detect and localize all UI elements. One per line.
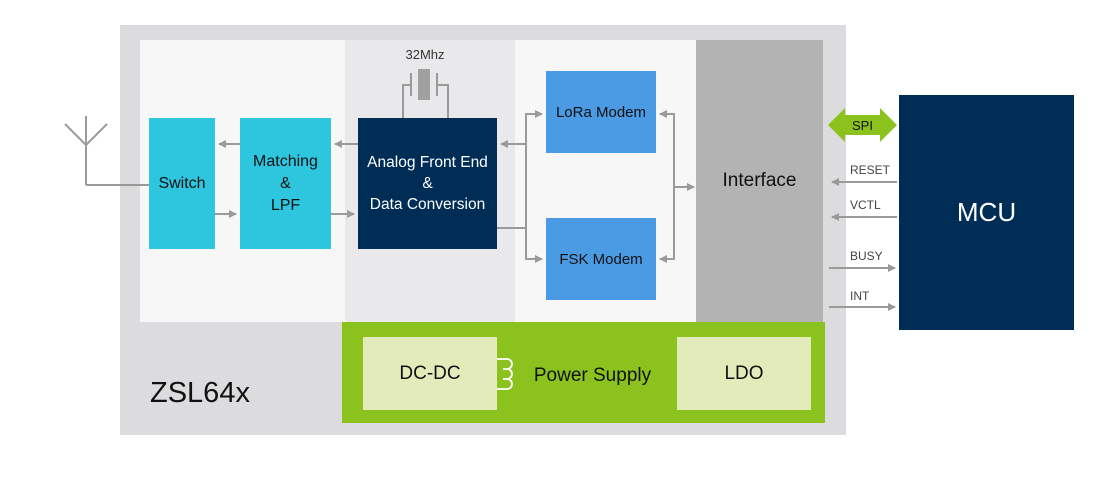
reset-signal-label: RESET bbox=[850, 163, 891, 177]
power-supply-label: Power Supply bbox=[533, 365, 652, 386]
ldo-label: LDO bbox=[724, 362, 764, 384]
switch-block: Switch bbox=[149, 118, 215, 249]
dcdc-label: DC-DC bbox=[399, 362, 461, 384]
dcdc-block: DC-DC bbox=[363, 337, 497, 410]
ldo-block: LDO bbox=[677, 337, 811, 410]
interface-label: Interface bbox=[722, 170, 797, 191]
afe-label-line: Data Conversion bbox=[369, 196, 486, 213]
lora-modem-block: LoRa Modem bbox=[546, 71, 656, 153]
switch-label: Switch bbox=[158, 174, 206, 192]
vctl-signal-label: VCTL bbox=[850, 198, 881, 212]
interface-block: Interface bbox=[696, 40, 823, 322]
matching-label-line: Matching bbox=[253, 152, 318, 170]
fsk-modem-label: FSK Modem bbox=[559, 250, 643, 268]
crystal-frequency-label: 32Mhz bbox=[405, 46, 445, 62]
mcu-block: MCU bbox=[899, 95, 1074, 330]
matching-label-line: LPF bbox=[270, 196, 301, 214]
afe-label-line: & bbox=[422, 175, 433, 192]
mcu-label: MCU bbox=[956, 197, 1017, 227]
afe-label-line: Analog Front End bbox=[367, 154, 488, 171]
matching-lpf-block: Matching & LPF bbox=[240, 118, 331, 249]
busy-signal-label: BUSY bbox=[850, 249, 883, 263]
chip-name-label: ZSL64x bbox=[150, 376, 250, 409]
int-signal-label: INT bbox=[850, 289, 870, 303]
fsk-modem-block: FSK Modem bbox=[546, 218, 656, 300]
spi-label: SPI bbox=[852, 117, 873, 133]
lora-modem-label: LoRa Modem bbox=[555, 103, 647, 121]
analog-front-end-block: Analog Front End & Data Conversion bbox=[358, 118, 497, 249]
matching-label-line: & bbox=[280, 174, 291, 192]
